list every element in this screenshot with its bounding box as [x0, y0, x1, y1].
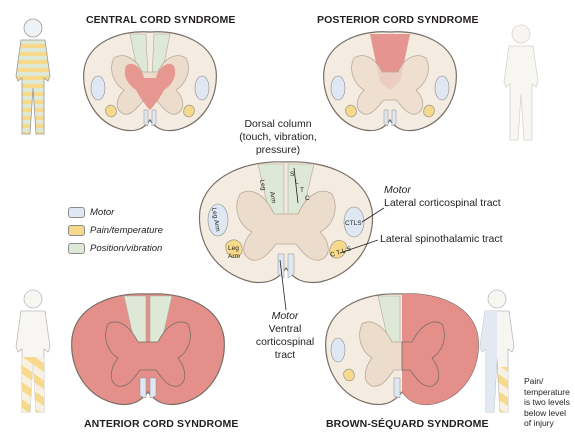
note-line-1: Pain/: [524, 376, 570, 387]
motor-swatch: [68, 207, 85, 218]
note-line-5: of injury: [524, 418, 570, 429]
tract-label-leg-pain: Leg: [228, 245, 239, 252]
posterior-cord-title: POSTERIOR CORD SYNDROME: [317, 14, 479, 26]
posterior-body-figure: [496, 22, 546, 147]
anterior-cord-section: [68, 290, 228, 412]
anterior-body-figure: [8, 287, 58, 417]
anterior-cord-title: ANTERIOR CORD SYNDROME: [84, 418, 238, 430]
dorsal-column-sub1: (touch, vibration,: [230, 131, 326, 144]
tract-label-arm-pain: Arm: [228, 253, 240, 260]
dorsal-column-title: Dorsal column: [230, 118, 326, 131]
ventral-text-2: corticospinal: [250, 336, 320, 349]
dorsal-column-label: Dorsal column (touch, vibration, pressur…: [230, 118, 326, 157]
brown-sequard-title: BROWN-SÉQUARD SYNDROME: [326, 418, 489, 430]
lateral-cst-text: Lateral corticospinal tract: [384, 197, 501, 210]
legend-motor-label: Motor: [90, 207, 114, 218]
tract-label-l: L: [295, 179, 299, 186]
labeled-cord-section: Leg Arm S L T C Leg Arm CTLS Leg Arm C T…: [196, 158, 376, 290]
ventral-cst-label: Motor Ventral corticospinal tract: [250, 310, 320, 362]
posterior-cord-section: [320, 28, 460, 138]
legend-pain-label: Pain/temperature: [90, 225, 163, 236]
legend-position: Position/vibration: [68, 242, 162, 254]
note-line-4: below level: [524, 408, 570, 419]
central-body-figure: [8, 16, 58, 141]
ventral-text: Ventral: [250, 323, 320, 336]
central-cord-title: CENTRAL CORD SYNDROME: [86, 14, 236, 26]
legend-position-label: Position/vibration: [90, 243, 162, 254]
motor-ventral-label: Motor: [272, 310, 299, 322]
pain-swatch: [68, 225, 85, 236]
ventral-text-3: tract: [250, 349, 320, 362]
position-swatch: [68, 243, 85, 254]
central-cord-section: [80, 28, 220, 138]
note-line-3: is two levels: [524, 397, 570, 408]
tract-label-ctls: CTLS: [345, 220, 362, 227]
tract-label-c: C: [305, 195, 310, 202]
brown-sequard-section: [322, 290, 482, 412]
legend-motor: Motor: [68, 206, 114, 218]
legend-pain: Pain/temperature: [68, 224, 163, 236]
lateral-stt-label: Lateral spinothalamic tract: [380, 233, 503, 246]
motor-right-label: Motor: [384, 184, 411, 196]
tract-label-s: S: [290, 171, 295, 178]
note-line-2: temperature: [524, 387, 570, 398]
pain-temperature-note: Pain/ temperature is two levels below le…: [524, 376, 570, 429]
tract-label-t: T: [300, 187, 304, 194]
dorsal-column-sub2: pressure): [230, 144, 326, 157]
lateral-cst-label: Motor Lateral corticospinal tract: [384, 184, 501, 210]
